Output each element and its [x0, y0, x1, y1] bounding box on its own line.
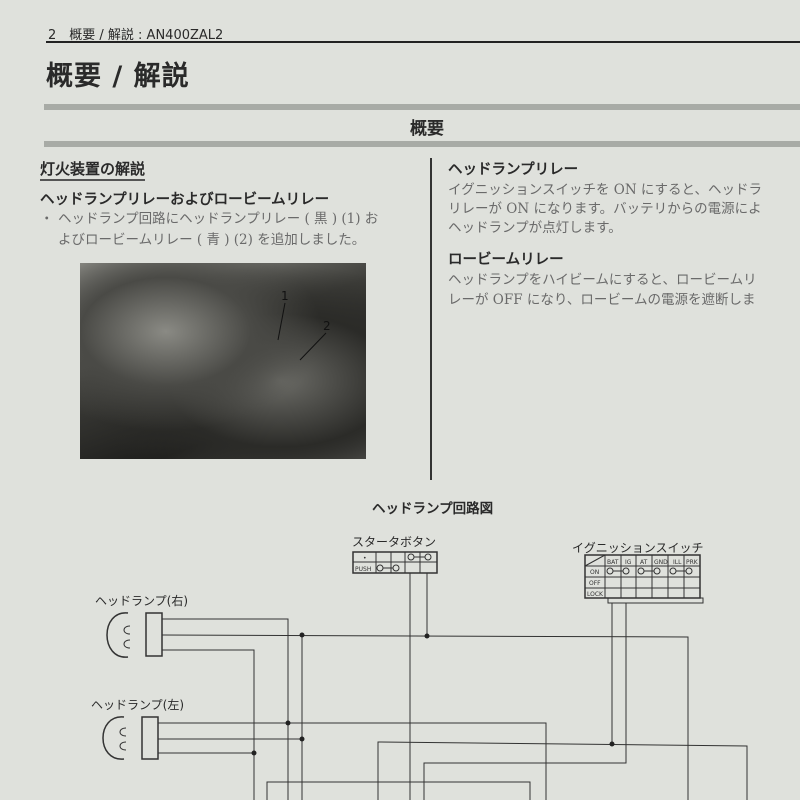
- relay-photo: [80, 263, 366, 459]
- headlamp-right-label: ヘッドランプ(右): [95, 594, 189, 608]
- ign-col: PRK: [686, 559, 699, 566]
- right-heading: ヘッドランプリレー: [448, 162, 579, 178]
- band-bottom-rule: [44, 141, 800, 147]
- ignition-switch-label: イグニッションスイッチ: [572, 541, 704, 555]
- body-line: レーが OFF になり、ロービームの電源を遮断しま: [448, 292, 756, 308]
- body-line: リレーが ON になります。バッテリからの電源によ: [448, 201, 762, 217]
- starter-button-label: スタータボタン: [352, 535, 437, 549]
- band-title: 概要: [410, 119, 444, 139]
- ign-col: AT: [640, 559, 648, 566]
- ign-row: LOCK: [587, 591, 604, 598]
- body-line: ヘッドランプが点灯します。: [448, 220, 622, 236]
- bullet-mark: ・: [40, 211, 54, 227]
- section-heading: 灯火装置の解説: [40, 158, 146, 181]
- body-line: ヘッドランプ回路にヘッドランプリレー ( 黒 ) (1) お: [58, 211, 379, 227]
- body-line: イグニッションスイッチを ON にすると、ヘッドラ: [448, 182, 763, 198]
- column-divider: [430, 158, 432, 480]
- ign-col: ILL: [673, 559, 682, 566]
- ign-col: BAT: [607, 559, 619, 566]
- header-rule: [46, 41, 800, 43]
- subheading: ヘッドランプリレーおよびロービームリレー: [40, 192, 330, 208]
- starter-row-dot: •: [363, 555, 367, 562]
- page-title: 概要 / 解説: [46, 61, 190, 92]
- ign-row: ON: [590, 569, 599, 576]
- starter-row-push: PUSH: [355, 566, 371, 573]
- headlamp-left-label: ヘッドランプ(左): [91, 698, 185, 712]
- body-line: ヘッドランプをハイビームにすると、ロービームリ: [448, 272, 757, 288]
- right-heading: ロービームリレー: [448, 252, 564, 268]
- diagram-title: ヘッドランプ回路図: [372, 501, 494, 517]
- running-head: 2 概要 / 解説 : AN400ZAL2: [48, 28, 224, 43]
- callout-1: 1: [281, 289, 289, 303]
- headlamp-left-bulb: [102, 716, 125, 760]
- band-top-rule: [44, 104, 800, 110]
- ign-row: OFF: [589, 580, 601, 587]
- callout-2: 2: [323, 319, 331, 333]
- body-line: よびロービームリレー ( 青 ) (2) を追加しました。: [58, 232, 366, 248]
- ign-col: GND: [654, 559, 668, 566]
- headlamp-right-bulb: [106, 612, 129, 658]
- ign-col: IG: [625, 559, 632, 566]
